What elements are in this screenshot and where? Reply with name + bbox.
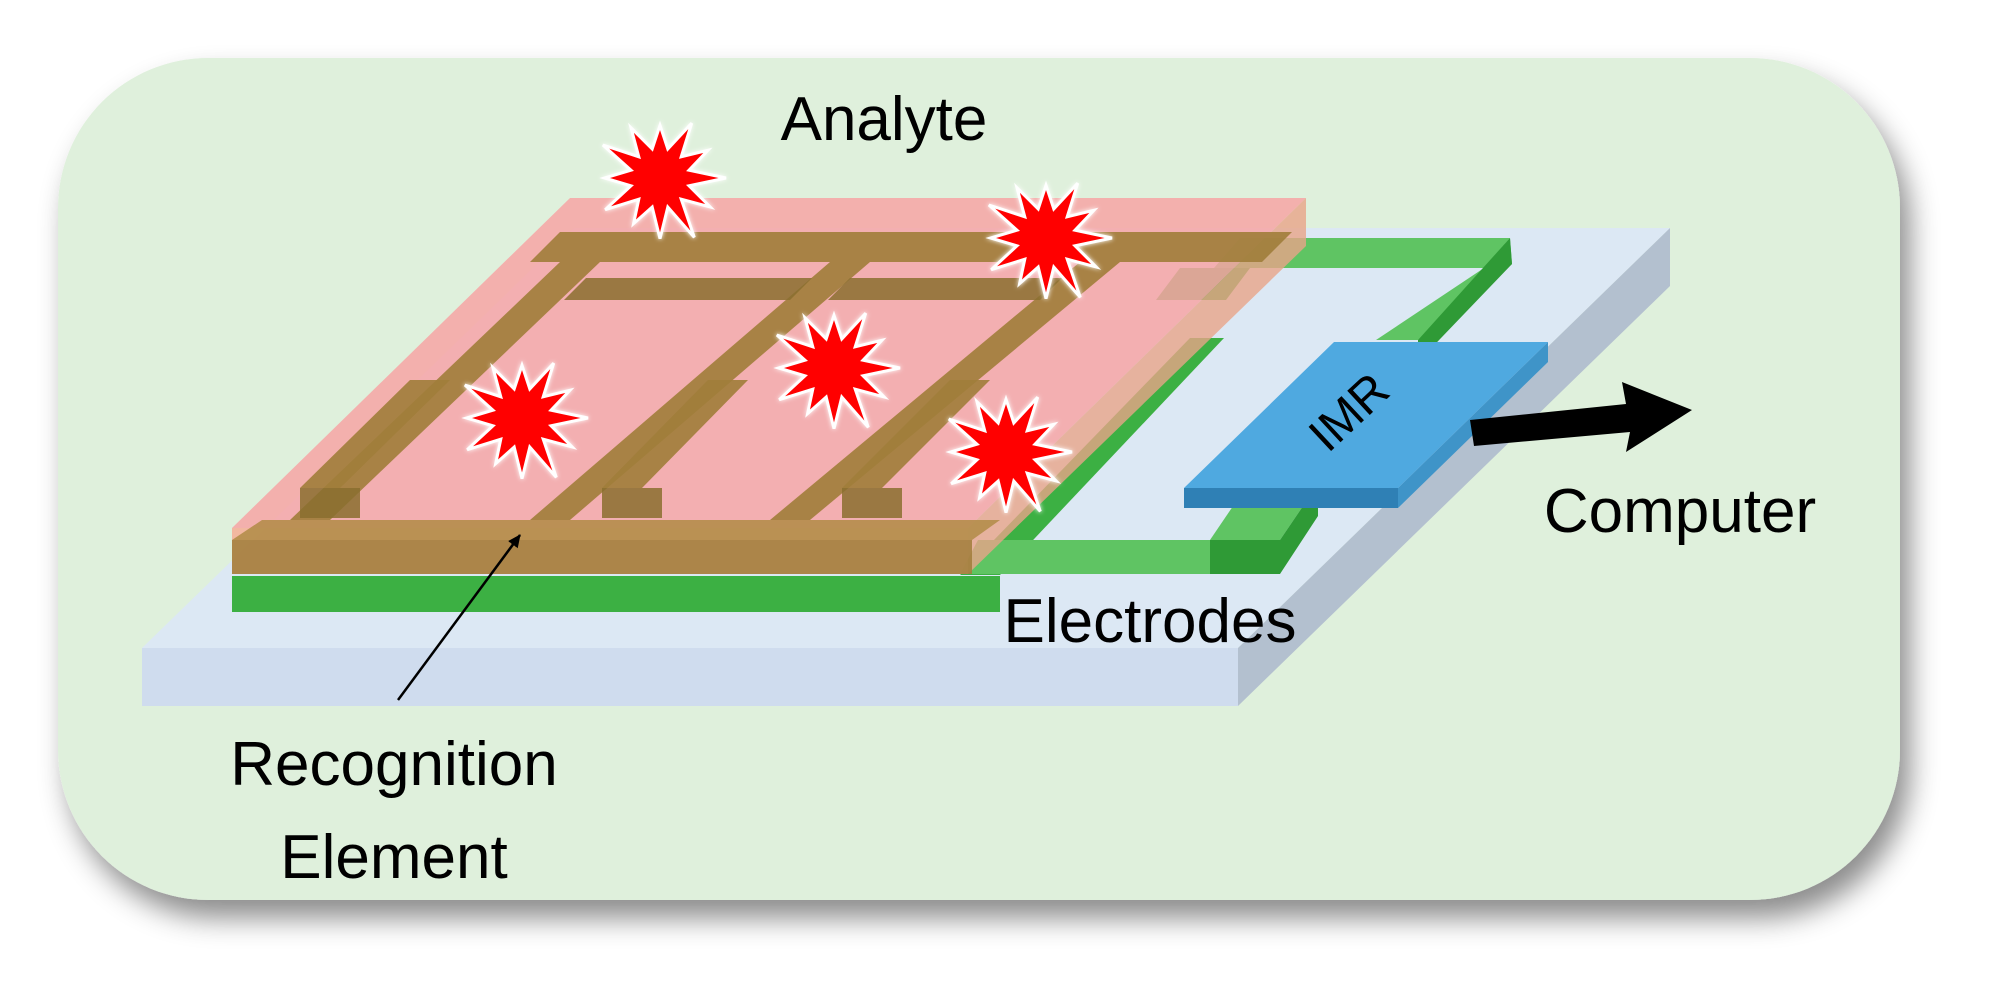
comb-bar-2: [828, 278, 1062, 300]
recognition-label-line1: Recognition: [230, 730, 557, 799]
comb-finger-bottom-3: [842, 380, 990, 488]
analyte-star: [945, 394, 1073, 514]
analyte-star: [599, 120, 727, 240]
substrate-side: [1238, 228, 1670, 706]
computer-label: Computer: [1544, 477, 1816, 546]
analyte-star: [985, 180, 1113, 300]
comb-bar-1: [564, 278, 812, 300]
interdigitated-comb: [232, 232, 1292, 574]
comb-bottom-rail: [232, 540, 972, 574]
electrode-top-down-side: [1418, 238, 1512, 362]
electrode-lower-arm: [960, 540, 1210, 574]
imr-chip-top: [1184, 342, 1548, 488]
imr-chip-front: [1184, 488, 1398, 508]
comb-bottom-rail-top: [232, 520, 1000, 540]
comb-finger-cap-2: [602, 488, 662, 518]
analyte-star: [773, 310, 901, 430]
comb-top-rail: [530, 232, 1292, 262]
recognition-label-line2: Element: [280, 823, 507, 892]
electrodes-label: Electrodes: [1004, 587, 1297, 656]
analyte-star: [461, 360, 589, 480]
recognition-pointer-line: [396, 534, 522, 701]
analyte-label: Analyte: [781, 85, 988, 154]
comb-finger-cap-3: [842, 488, 902, 518]
comb-finger-bottom-2: [602, 380, 748, 488]
substrate-front: [142, 648, 1238, 706]
analyte-stars: [461, 120, 1113, 514]
comb-finger-bottom-1: [300, 380, 450, 488]
electrode-lower-riser-side: [1210, 484, 1318, 574]
electrode-bottom-bar: [232, 576, 1000, 612]
output-arrow-shape: [1470, 382, 1692, 452]
output-arrow: [1470, 382, 1692, 452]
comb-finger-cap-1: [300, 488, 360, 518]
